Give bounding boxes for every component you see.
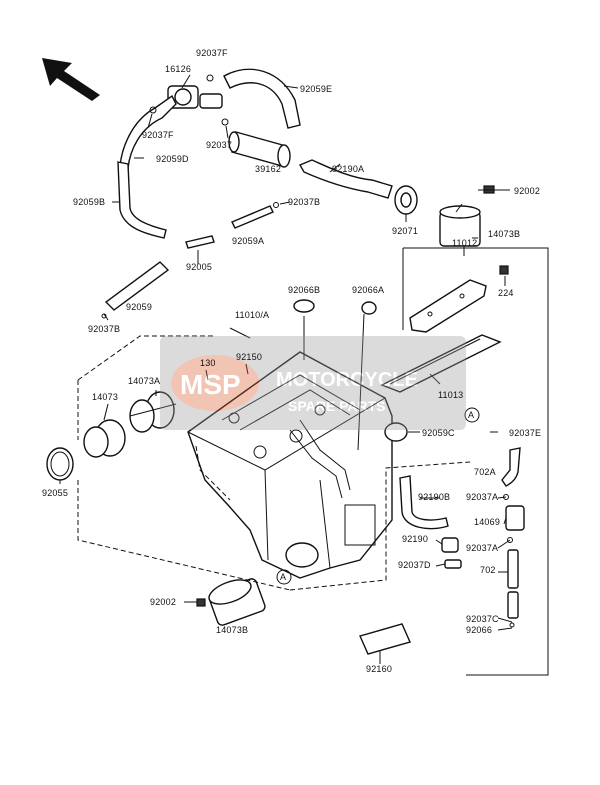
label-92059c: 92059C (422, 428, 455, 438)
cap-92066a (361, 301, 377, 315)
label-92055: 92055 (42, 488, 68, 498)
duct-14073 (83, 419, 126, 458)
label-92059d: 92059D (156, 154, 189, 164)
label-92059: 92059 (126, 302, 152, 312)
label-92160: 92160 (366, 664, 392, 674)
label-92037c: 92037C (466, 614, 499, 624)
label-92037a-1: 92037A (466, 492, 498, 502)
subassembly-outline (402, 247, 549, 676)
label-92190a: 92190A (332, 164, 364, 174)
label-92150: 92150 (236, 352, 262, 362)
marker-a-right: A (464, 407, 480, 423)
label-92037d: 92037D (398, 560, 431, 570)
air-cleaner-housing-11010 (187, 351, 393, 579)
label-92002-bottom: 92002 (150, 597, 176, 607)
label-92066b: 92066B (288, 285, 320, 295)
label-92071: 92071 (392, 226, 418, 236)
label-14073a: 14073A (128, 376, 160, 386)
label-92066a: 92066A (352, 285, 384, 295)
pad-92160 (359, 623, 411, 655)
clip-92037d (444, 559, 462, 569)
watermark-logo: MSP (180, 369, 241, 400)
cap-92066b (293, 299, 315, 313)
hose-clips (101, 74, 279, 319)
label-92002-top: 92002 (514, 186, 540, 196)
label-702: 702 (480, 565, 496, 575)
label-14073b-bottom: 14073B (216, 625, 248, 635)
label-14073b-top: 14073B (488, 229, 520, 239)
leader-lines (77, 313, 471, 591)
label-92005: 92005 (186, 262, 212, 272)
drain-parts (501, 447, 525, 628)
duct-14073a (129, 391, 177, 433)
label-92037b-left: 92037B (88, 324, 120, 334)
gasket-11013 (380, 334, 502, 393)
hose-92190b (399, 475, 449, 530)
part-labels: 92037F 16126 92059E 92037F 92037 92059D … (42, 48, 541, 674)
label-130: 130 (200, 358, 216, 368)
marker-a-bottom: A (276, 569, 292, 585)
hose-92190 (441, 537, 459, 553)
label-14069: 14069 (474, 517, 500, 527)
label-702a: 702A (474, 467, 496, 477)
label-11013: 11013 (438, 390, 463, 400)
label-11010a: 11010/A (235, 310, 269, 320)
svg-text:A: A (280, 572, 286, 582)
label-92037f-left: 92037F (142, 130, 174, 140)
label-92037e: 92037E (509, 428, 541, 438)
svg-text:A: A (468, 410, 474, 420)
label-92066: 92066 (466, 625, 492, 635)
label-224: 224 (498, 288, 514, 298)
label-16126: 16126 (165, 64, 191, 74)
bracket-11012 (409, 265, 509, 333)
watermark: MSP MOTORCYCLE SPARE PARTS (160, 336, 466, 430)
label-11012: 11012 (452, 238, 477, 248)
duct-14073b-bottom (196, 578, 266, 626)
label-92059e: 92059E (300, 84, 332, 94)
label-92037f-top: 92037F (196, 48, 228, 58)
label-92059b: 92059B (73, 197, 105, 207)
watermark-line1: MOTORCYCLE (276, 369, 418, 391)
label-14073: 14073 (92, 392, 118, 402)
label-92059a: 92059A (232, 236, 264, 246)
hose-92059c (384, 422, 408, 442)
front-direction-arrow-icon (42, 58, 100, 101)
upper-hoses (104, 68, 510, 311)
label-92037a-2: 92037A (466, 543, 498, 553)
label-92037b-mid: 92037B (288, 197, 320, 207)
label-39162: 39162 (255, 164, 281, 174)
watermark-line2: SPARE PARTS (288, 398, 386, 414)
label-92190: 92190 (402, 534, 428, 544)
label-92190b: 92190B (418, 492, 450, 502)
label-92037: 92037 (206, 140, 232, 150)
label-leaders (59, 74, 513, 664)
